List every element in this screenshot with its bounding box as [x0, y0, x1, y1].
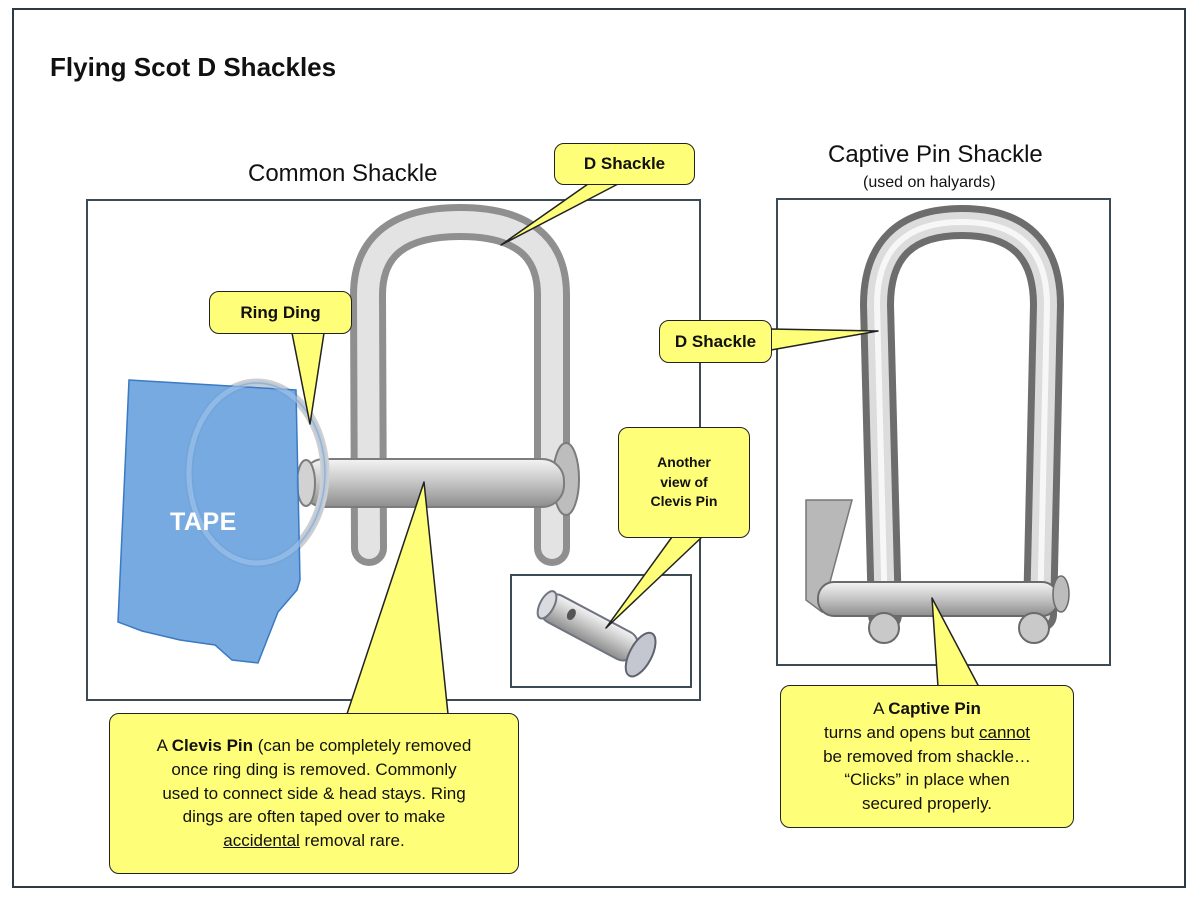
clevis-pin-image [296, 458, 565, 508]
captive-pin-shackle-image [805, 204, 1070, 644]
clevis-note-line-3: used to connect side & head stays. Ring [162, 783, 466, 803]
clevis-note-line-2: once ring ding is removed. Commonly [171, 759, 457, 779]
captive-note-term: Captive Pin [888, 699, 981, 718]
captive-note-line-3: be removed from shackle… [823, 746, 1031, 766]
clevis-pin-inset-panel [510, 574, 692, 688]
clevis-pin-inset-image [536, 590, 657, 678]
captive-note-line-2: turns and opens but [823, 722, 979, 742]
clevis-note-underlined: accidental [223, 831, 300, 851]
captive-pin-shackle-heading: Captive Pin Shackle [828, 141, 1043, 168]
clevis-pin-callout: A Clevis Pin (can be completely removed … [109, 713, 519, 874]
captive-pin-usage-note: (used on halyards) [863, 174, 996, 191]
captive-note-underlined: cannot [978, 722, 1031, 742]
ring-ding-callout: Ring Ding [209, 291, 352, 334]
another-view-callout: Another view of Clevis Pin [618, 427, 750, 538]
tape-image [117, 379, 328, 664]
d-shackle-callout: D Shackle [554, 143, 695, 185]
clevis-note-term: Clevis Pin [171, 736, 254, 755]
captive-note-line-5: secured properly. [861, 794, 993, 814]
clevis-note-line-5: removal rare. [299, 831, 405, 851]
another-view-line-3: Clevis Pin [650, 493, 718, 510]
tape-label: TAPE [170, 508, 237, 536]
clevis-note-lead: A [156, 736, 172, 755]
captive-d-shackle-callout: D Shackle [659, 320, 772, 363]
captive-pin-callout: A Captive Pin turns and opens but cannot… [780, 685, 1074, 828]
another-view-line-1: Another [657, 454, 711, 471]
clevis-note-line-1: (can be completely removed [253, 736, 472, 755]
another-view-line-2: view of [660, 473, 708, 490]
captive-note-lead: A [873, 699, 889, 718]
another-view-callout-tail [605, 536, 703, 629]
common-shackle-heading: Common Shackle [248, 160, 438, 187]
slide-frame [12, 8, 1186, 888]
page-title: Flying Scot D Shackles [50, 52, 337, 82]
captive-note-line-4: “Clicks” in place when [844, 770, 1010, 790]
clevis-note-line-4: dings are often taped over to make [182, 807, 446, 827]
